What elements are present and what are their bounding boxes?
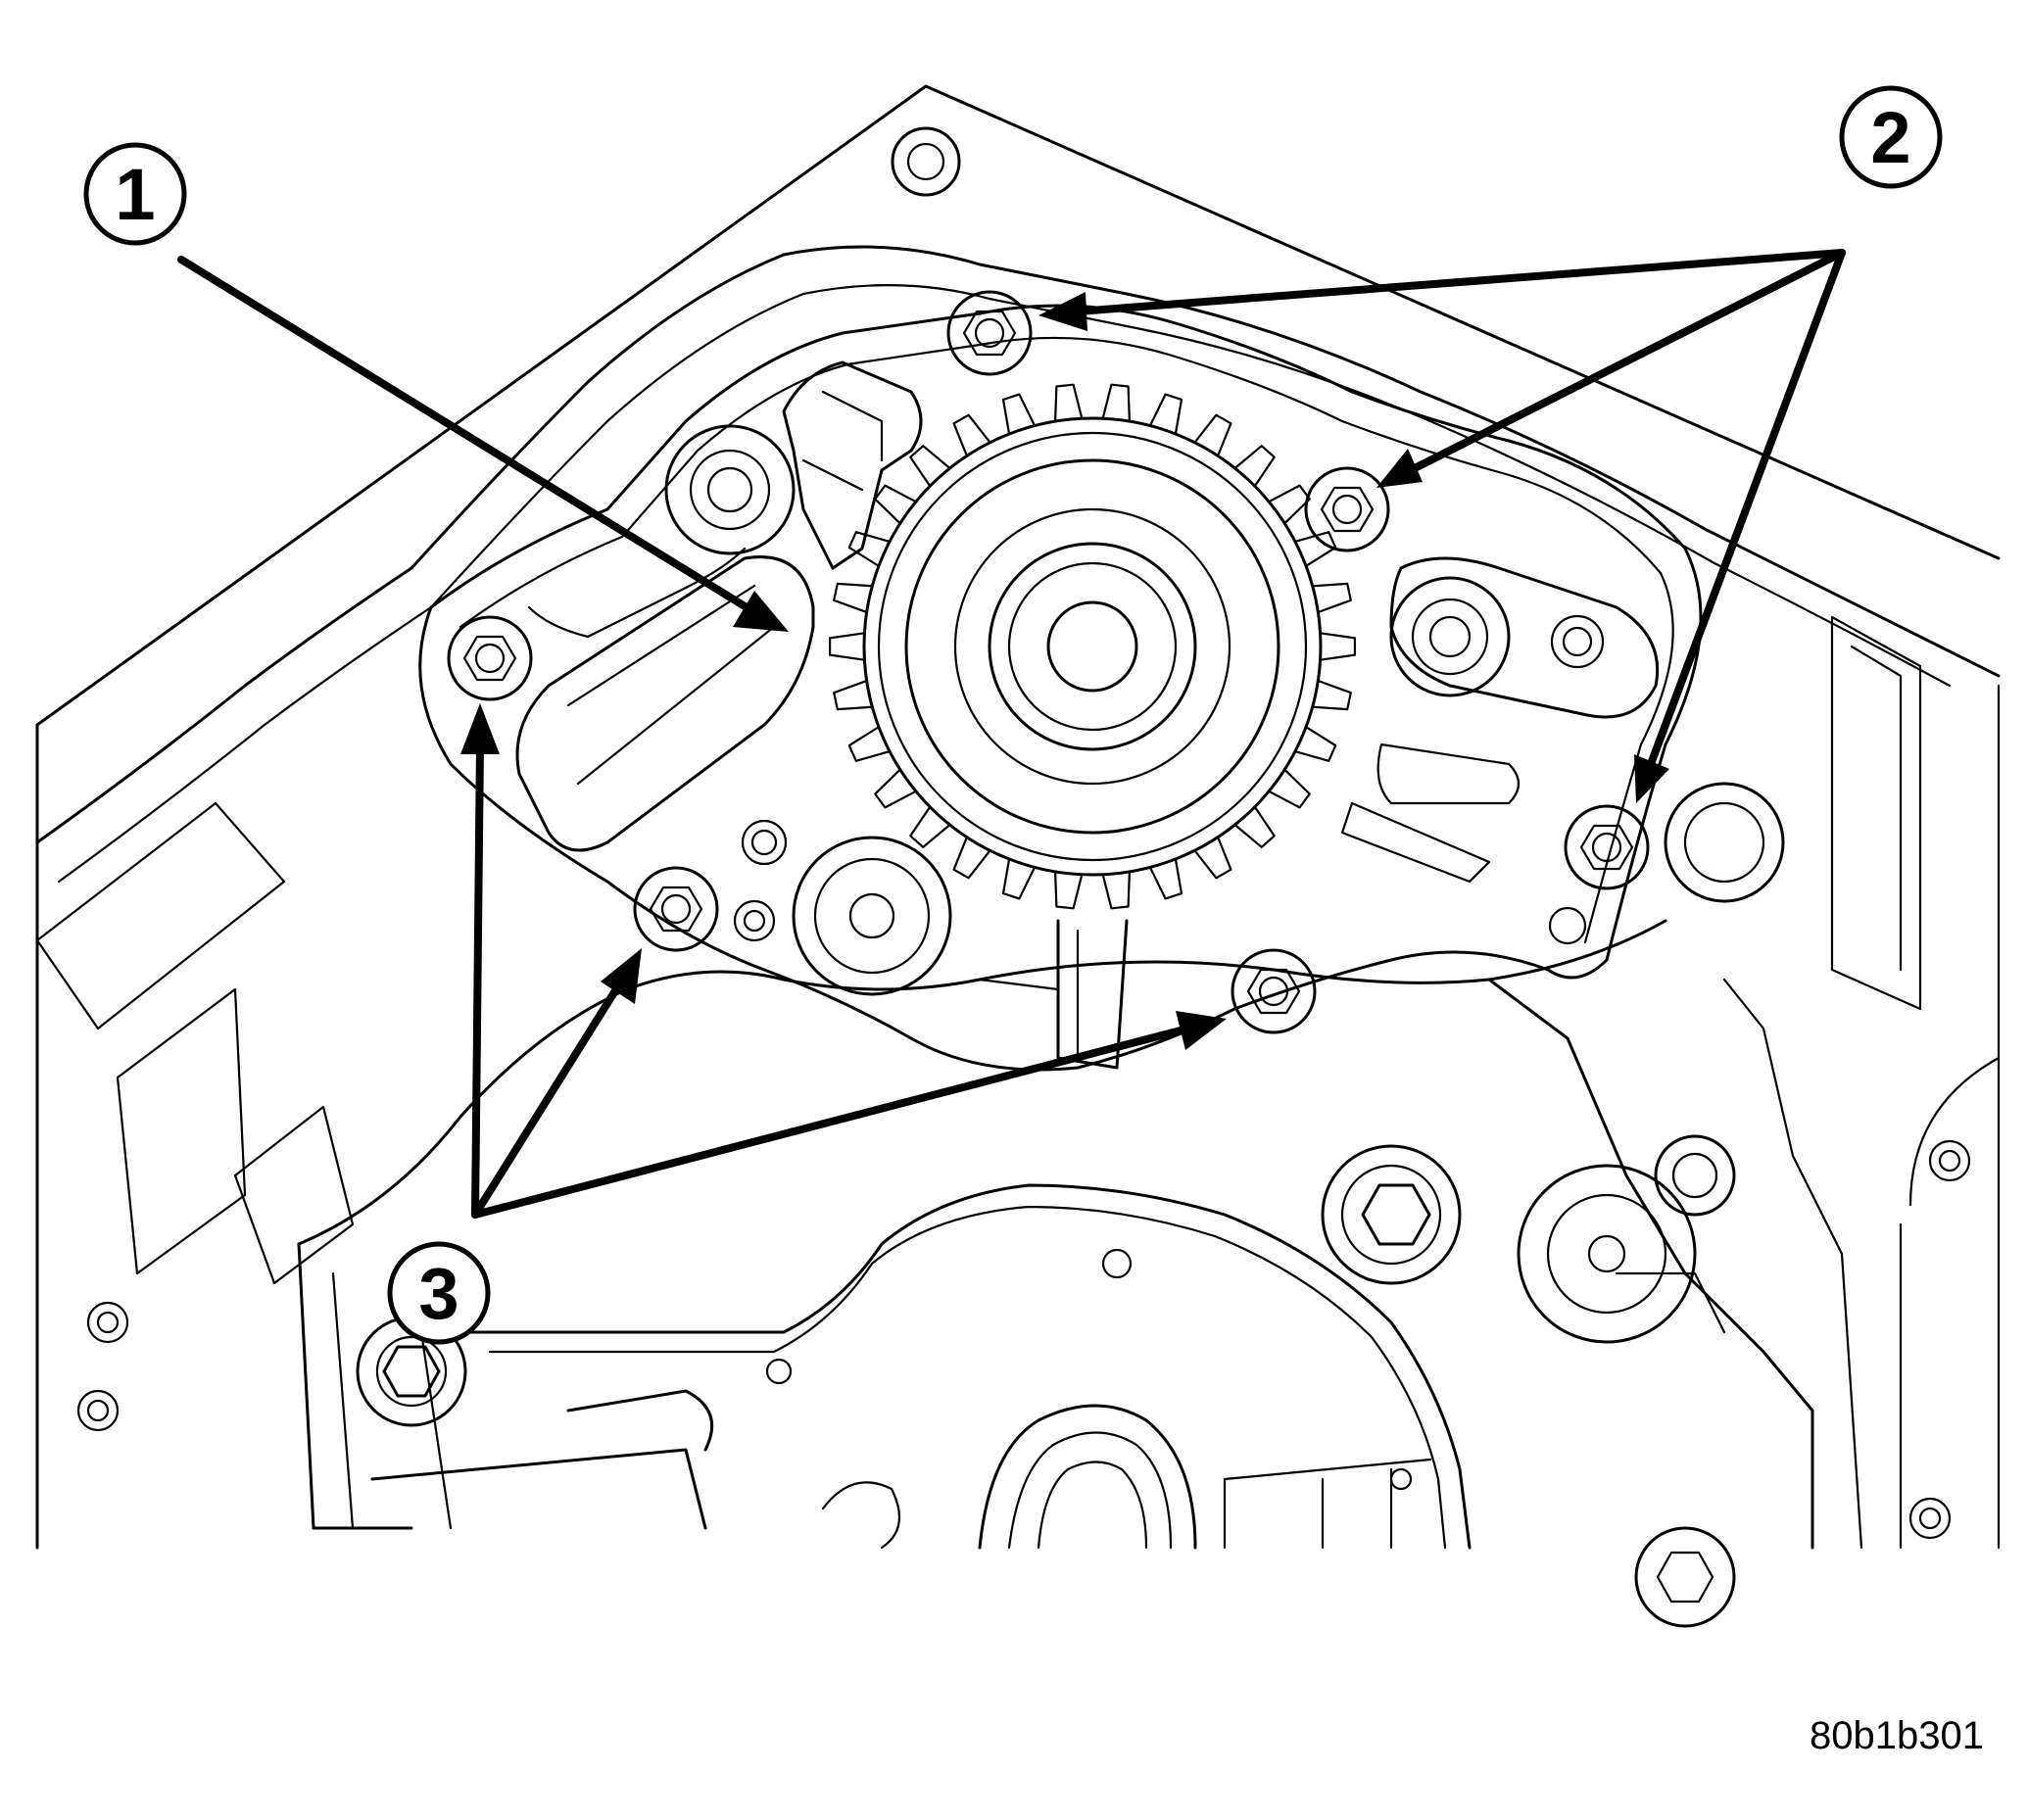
bolt-housing-left xyxy=(382,1345,441,1398)
callout-3: 3 xyxy=(387,1241,491,1345)
callout-1-leader xyxy=(177,256,789,632)
lower-timing-housing xyxy=(297,919,1863,1550)
water-pump-sprocket xyxy=(829,383,1356,910)
engine-block-outline xyxy=(35,84,2001,1550)
bolt-upper-right xyxy=(1304,466,1390,552)
bolt-housing-right xyxy=(1634,1526,1736,1628)
callout-2-label: 2 xyxy=(1870,97,1910,178)
bolt-right xyxy=(1564,804,1650,890)
water-pump-bolts xyxy=(382,290,1736,1628)
callout-3-leaders xyxy=(460,703,1227,1219)
callout-1: 1 xyxy=(83,142,187,246)
figure-code: 80b1b301 xyxy=(1810,1714,1984,1757)
bolt-bottom xyxy=(1231,948,1317,1034)
bolt-housing-center xyxy=(1361,1183,1431,1246)
callout-3-label: 3 xyxy=(418,1253,459,1334)
callout-1-label: 1 xyxy=(115,154,155,235)
bolt-top xyxy=(946,290,1033,376)
idler-bosses xyxy=(76,126,1971,1540)
callout-2-leaders xyxy=(1038,249,1846,803)
callout-2: 2 xyxy=(1839,85,1943,189)
bolt-lower-left xyxy=(633,866,719,952)
sprocket-teeth xyxy=(829,383,1356,910)
bolt-left xyxy=(447,615,533,701)
